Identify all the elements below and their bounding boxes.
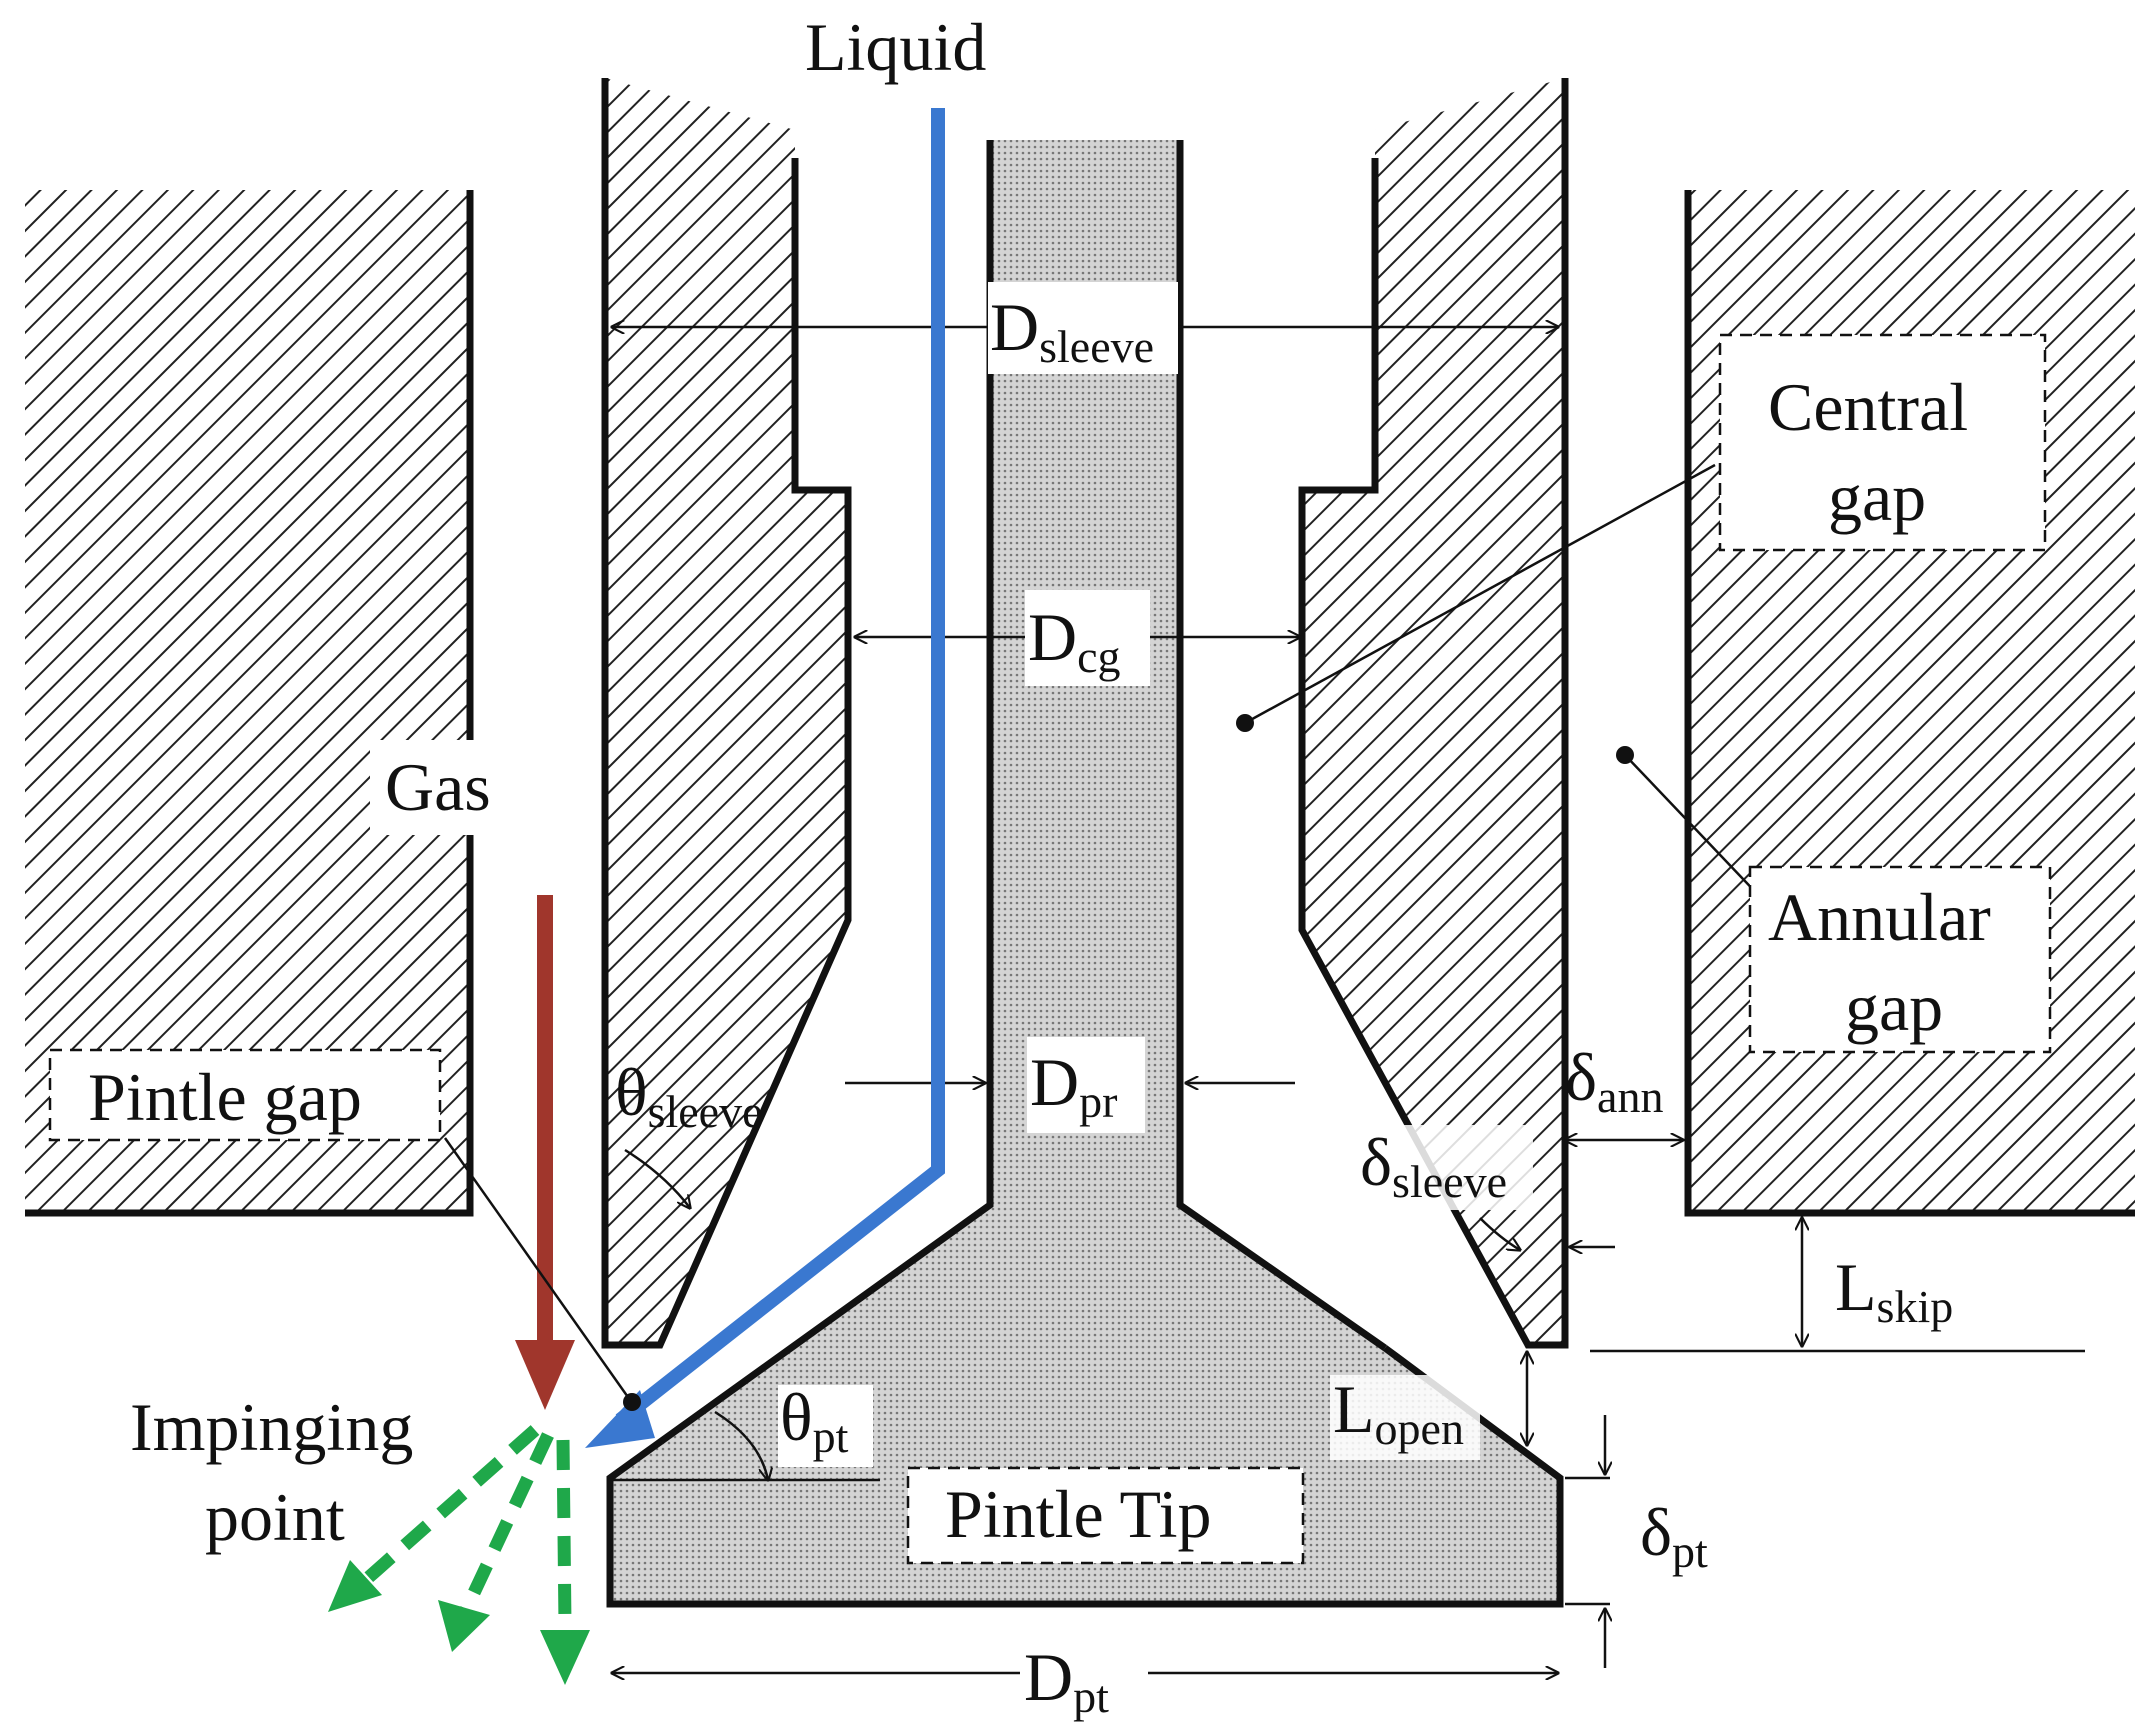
l-skip-dimension: Lskip: [1590, 1218, 2085, 1353]
theta-pt-sub: pt: [813, 1411, 849, 1462]
delta-pt-dimension: δpt: [1565, 1415, 1708, 1668]
gas-label-group: Gas: [370, 740, 530, 835]
d-pr-main: D: [1030, 1044, 1079, 1120]
delta-ann-sub: ann: [1597, 1071, 1663, 1122]
svg-text:Lopen: Lopen: [1333, 1371, 1464, 1454]
central-gap-label-group: Central gap: [1718, 333, 2047, 552]
d-cg-dimension: Dcg: [855, 590, 1300, 686]
impinging-point-label-group: Impinging point: [130, 1389, 413, 1555]
svg-text:θsleeve: θsleeve: [615, 1054, 763, 1137]
svg-text:θpt: θpt: [780, 1379, 849, 1462]
delta-sleeve-dimension: δsleeve: [1358, 1124, 1615, 1250]
svg-text:δann: δann: [1565, 1039, 1663, 1122]
central-gap-label-line2: gap: [1828, 459, 1926, 535]
liquid-label: Liquid: [805, 9, 986, 85]
d-sleeve-main: D: [990, 289, 1039, 365]
pintle-body: [606, 140, 1564, 1608]
l-open-dimension: Lopen: [1330, 1352, 1527, 1460]
d-pt-main: D: [1024, 1639, 1073, 1715]
theta-pt-main: θ: [780, 1379, 813, 1455]
gas-flow-arrow: [515, 895, 575, 1410]
pintle-tip-label-group: Pintle Tip: [906, 1466, 1305, 1565]
d-cg-sub: cg: [1077, 631, 1120, 682]
theta-sleeve-main: θ: [615, 1054, 648, 1130]
l-open-main: L: [1333, 1371, 1375, 1447]
pintle-tip-label: Pintle Tip: [945, 1476, 1212, 1552]
delta-ann-dimension: δann: [1565, 1039, 1683, 1140]
d-sleeve-sub: sleeve: [1039, 321, 1154, 372]
central-gap-label-line1: Central: [1768, 369, 1968, 445]
delta-ann-main: δ: [1565, 1039, 1597, 1115]
sleeve-left: [601, 78, 852, 1349]
delta-pt-main: δ: [1640, 1494, 1672, 1570]
svg-text:Lskip: Lskip: [1835, 1249, 1953, 1332]
d-pr-sub: pr: [1079, 1076, 1117, 1127]
liquid-label-group: Liquid: [805, 9, 986, 85]
svg-text:Dsleeve: Dsleeve: [990, 289, 1154, 372]
annular-gap-label-line1: Annular: [1768, 879, 1991, 955]
spray-arrows: [328, 1425, 590, 1685]
svg-text:Dpt: Dpt: [1024, 1639, 1109, 1722]
svg-text:δsleeve: δsleeve: [1360, 1124, 1507, 1207]
svg-text:Dpr: Dpr: [1030, 1044, 1117, 1127]
delta-pt-sub: pt: [1672, 1526, 1708, 1577]
d-pr-dimension: Dpr: [845, 1037, 1295, 1133]
leader-lines: [443, 463, 1764, 1411]
d-sleeve-dimension: Dsleeve: [612, 282, 1558, 374]
svg-text:δpt: δpt: [1640, 1494, 1708, 1577]
delta-sleeve-sub: sleeve: [1392, 1156, 1507, 1207]
svg-text:Dcg: Dcg: [1028, 599, 1121, 682]
annular-gap-label-group: Annular gap: [1748, 865, 2052, 1054]
theta-pt-annotation: θpt: [612, 1379, 880, 1480]
l-skip-sub: skip: [1877, 1281, 1954, 1332]
sleeve-right: [1298, 78, 1569, 1349]
outer-body-left-wall: [25, 190, 474, 1217]
impinging-label-line1: Impinging: [130, 1389, 413, 1465]
theta-sleeve-sub: sleeve: [648, 1086, 763, 1137]
pintle-gap-label: Pintle gap: [88, 1059, 362, 1135]
annular-gap-label-line2: gap: [1845, 969, 1943, 1045]
d-cg-main: D: [1028, 599, 1077, 675]
l-open-sub: open: [1375, 1403, 1464, 1454]
l-skip-main: L: [1835, 1249, 1877, 1325]
d-pt-sub: pt: [1073, 1671, 1109, 1722]
theta-sleeve-annotation: θsleeve: [615, 1054, 763, 1208]
pintle-gap-label-group: Pintle gap: [48, 1048, 442, 1142]
delta-sleeve-main: δ: [1360, 1124, 1392, 1200]
d-pt-dimension: Dpt: [612, 1630, 1558, 1722]
impinging-label-line2: point: [205, 1479, 345, 1555]
gas-label: Gas: [385, 749, 491, 825]
